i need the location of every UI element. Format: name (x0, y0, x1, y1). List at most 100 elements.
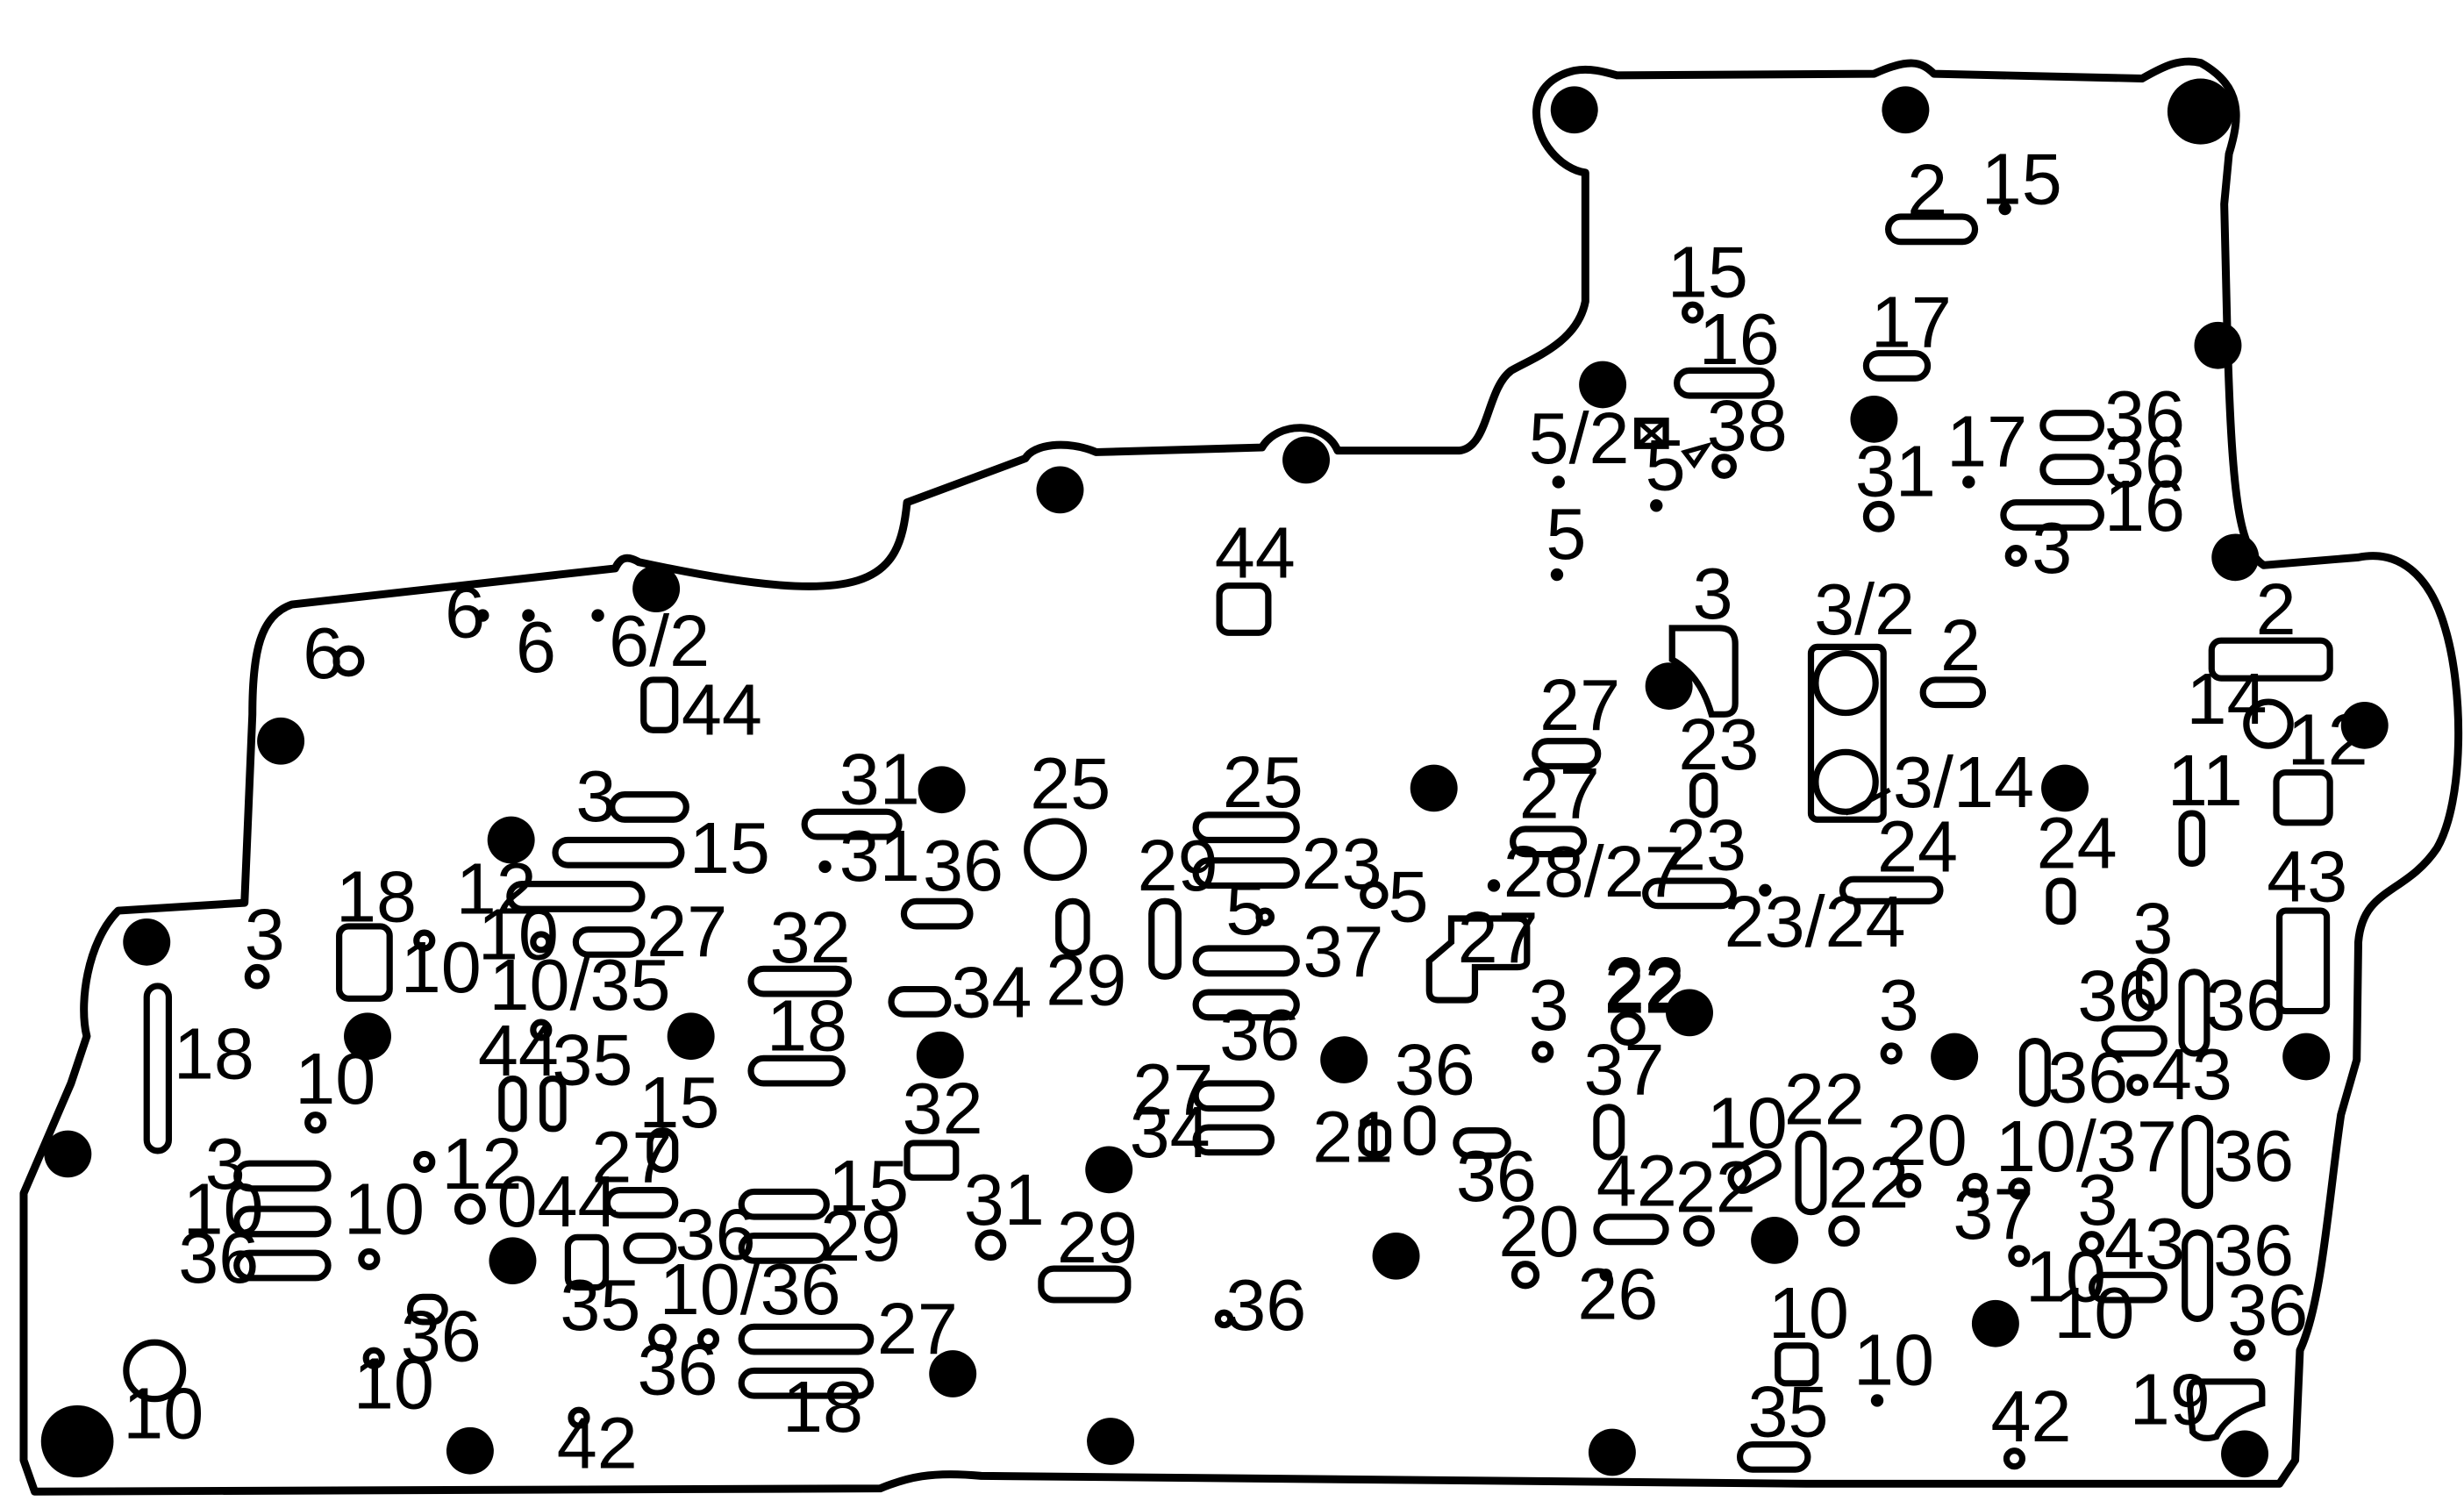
port (244, 963, 270, 990)
passage-slot (1593, 1104, 1625, 1161)
callout-label: 3/14 (1893, 742, 2034, 823)
callout-label: 16 (1699, 299, 1780, 380)
passage-slot (2039, 410, 2104, 441)
callout-label: 22 (1604, 943, 1685, 1024)
mounting-hole (2282, 1033, 2331, 1081)
passage-slot (564, 1233, 610, 1291)
passage-slot (609, 791, 689, 823)
callout-label: 31 (839, 816, 920, 897)
mounting-hole (1085, 1146, 1133, 1194)
ring (696, 1328, 720, 1351)
callout-label: 10 (1707, 1083, 1788, 1163)
callout-label: 20 (1498, 1191, 1579, 1272)
mounting-hole (2194, 321, 2242, 369)
passage-slot (1532, 738, 1602, 769)
port (648, 1323, 677, 1352)
mounting-hole (918, 766, 966, 814)
port (2079, 1231, 2104, 1256)
ring (1214, 1309, 1234, 1329)
passage-slot (1425, 915, 1531, 1004)
passage-slot (1192, 1080, 1275, 1112)
callout-label: 5 (1646, 425, 1686, 506)
callout-label: 10/36 (660, 1249, 841, 1330)
callout-label: 23 (1666, 805, 1746, 886)
callout-label: 25 (1030, 744, 1111, 825)
callout-label: 5/2 (1529, 398, 1630, 479)
ring (413, 1150, 436, 1173)
port (1611, 1011, 1646, 1046)
mounting-hole (1410, 764, 1458, 812)
mounting-hole (1320, 1036, 1368, 1083)
callout-label: 2 (1907, 150, 1947, 231)
passage-slot (406, 1293, 448, 1326)
ring (2003, 1447, 2026, 1470)
passage-slot (900, 897, 974, 930)
callout-label: 10/37 (1996, 1106, 2177, 1187)
round-ports (123, 500, 2294, 1403)
callout-label: 32 (903, 1069, 983, 1149)
port (1962, 1172, 1988, 1198)
callout-label: 23/24 (1725, 882, 1906, 962)
callout-label: 43 (2267, 836, 2347, 917)
passage-slot (623, 1232, 677, 1264)
passage-slot (1510, 826, 1588, 858)
port (454, 1193, 486, 1226)
port (1511, 1261, 1540, 1290)
callout-label: 29 (1046, 940, 1126, 1021)
mounting-hole (1666, 989, 1713, 1037)
passage-slot (1674, 367, 1775, 399)
mounting-hole (1550, 86, 1598, 134)
callout-label: 36 (2104, 422, 2185, 503)
callout-label: 18 (767, 986, 847, 1067)
passage-slot (506, 881, 646, 912)
passage-slot (143, 983, 173, 1154)
passage-slot (2039, 454, 2104, 486)
mounting-hole (2041, 764, 2089, 812)
passage-slot (747, 1054, 846, 1087)
ring (530, 1019, 553, 1041)
passage-slot (747, 965, 853, 997)
passage-slot (2275, 907, 2331, 1015)
passage-openings (143, 213, 2333, 1473)
ring (2008, 1245, 2031, 1268)
callout-label: 35 (1748, 1372, 1829, 1453)
callout-label: 36 (401, 1297, 482, 1377)
passage-slot (1795, 1130, 1827, 1216)
callout-label: 6 (516, 607, 556, 688)
callout-label: 6 (303, 613, 343, 694)
passage-slot (738, 1323, 875, 1355)
dot (591, 609, 604, 622)
mounting-hole (344, 1012, 391, 1061)
callout-label: 36 (1219, 995, 1300, 1076)
passage-slot (1839, 876, 1944, 904)
mounting-hole (123, 918, 171, 966)
callout-label: 29 (820, 1196, 901, 1276)
callout-label: 12 (456, 849, 537, 930)
callout-label: 6/2 (609, 601, 710, 682)
mounting-hole (1931, 1033, 1979, 1081)
passage-slot (1642, 877, 1737, 910)
callout-label: 10 (1853, 1320, 1934, 1401)
callout-label: 37 (1953, 1174, 2033, 1254)
passage-slot (1216, 582, 1272, 636)
callout-label: 10 (2053, 1273, 2134, 1354)
callout-label: 15 (828, 1146, 909, 1226)
callout-label: 25 (1223, 742, 1303, 823)
passage-slot (2088, 1271, 2168, 1304)
callout-label: 3 (2032, 508, 2072, 589)
callout-label: 27 (877, 1289, 958, 1369)
callout-label: 38 (1707, 386, 1788, 467)
callout-label: 3 (1693, 554, 1733, 634)
ring (2233, 1339, 2256, 1362)
mounting-hole (929, 1350, 977, 1397)
callout-label: 10 (401, 927, 482, 1008)
callout-label: 35 (560, 1265, 640, 1346)
callout-label: 22 (1675, 1147, 1756, 1228)
port (1812, 649, 1879, 717)
dot (1998, 202, 2011, 216)
mounting-hole (2211, 533, 2260, 582)
dot (1487, 879, 1501, 892)
passage-slot (552, 836, 685, 868)
callout-label: 10 (1768, 1273, 1849, 1354)
callout-label: 23 (1302, 824, 1382, 904)
